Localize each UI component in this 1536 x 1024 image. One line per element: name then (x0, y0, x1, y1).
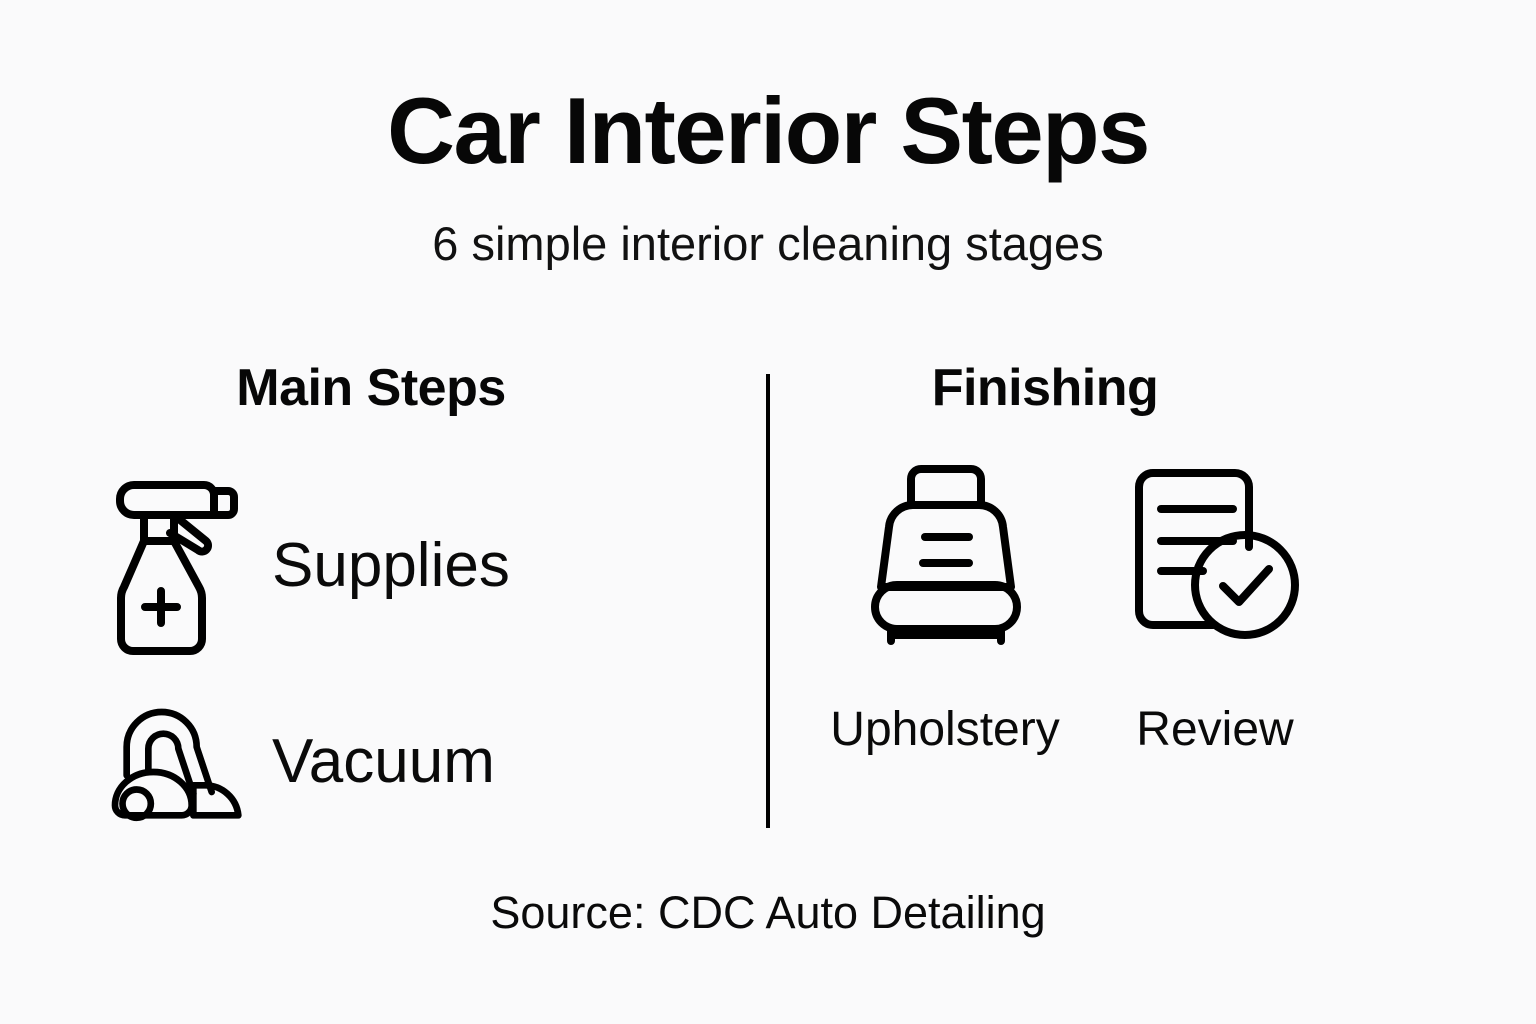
header: Car Interior Steps 6 simple interior cle… (0, 78, 1536, 270)
column-main-steps: Main Steps (100, 362, 740, 860)
footer: Source: CDC Auto Detailing (0, 890, 1536, 935)
car-seat-icon (810, 454, 1080, 654)
document-check-icon (1080, 454, 1350, 654)
list-item-supplies[interactable]: Supplies (100, 468, 740, 664)
vacuum-cleaner-icon (100, 682, 250, 842)
list-item-review[interactable]: Review (1080, 454, 1350, 754)
list-item-label-supplies: Supplies (272, 531, 510, 600)
list-item-label-upholstery: Upholstery (830, 703, 1060, 756)
list-item-label-review: Review (1136, 703, 1294, 756)
main-steps-list: Supplies (100, 468, 740, 860)
spray-bottle-icon (100, 471, 250, 661)
page-subtitle: 6 simple interior cleaning stages (432, 217, 1104, 270)
content-columns: Main Steps (0, 362, 1536, 842)
column-heading-main-steps: Main Steps (236, 359, 506, 417)
column-heading-finishing: Finishing (931, 359, 1159, 417)
list-item-vacuum[interactable]: Vacuum (100, 664, 740, 860)
column-finishing: Finishing (790, 362, 1430, 754)
finishing-list: Upholstery (790, 454, 1430, 754)
source-attribution: Source: CDC Auto Detailing (490, 887, 1046, 938)
page-title: Car Interior Steps (387, 78, 1150, 183)
list-item-upholstery[interactable]: Upholstery (810, 454, 1080, 754)
column-divider (766, 374, 770, 828)
list-item-label-vacuum: Vacuum (272, 727, 495, 796)
